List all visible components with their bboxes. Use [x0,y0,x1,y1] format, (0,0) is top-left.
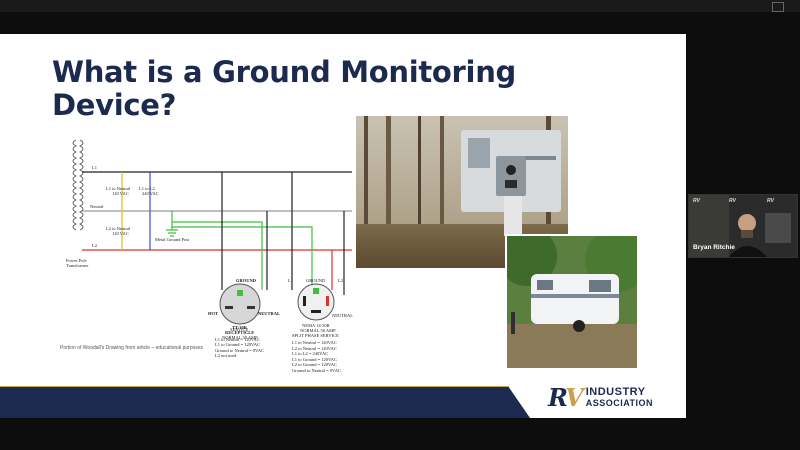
label-l1-neutral-1: L1 to Neutral [106,186,131,191]
fullscreen-icon[interactable] [772,2,784,12]
slide-caption: Portion of Woodall's Drawing from articl… [60,345,204,351]
slide-title: What is a Ground Monitoring Device? [52,56,516,122]
tt30-title: TT-30R [232,325,248,330]
rv-logo-word-association: ASSOCIATION [585,398,654,408]
tt30-specs: SERVICE L1 to Neutral = 120VAC L1 to Gro… [215,327,264,359]
nema1450-specs: L1 to Neutral = 120VAC L2 to Neutral = 1… [292,340,341,373]
nema1450-label-ground: GROUND [306,278,326,283]
wiring-diagram: L1 L1 to Neutral 120 VAC L1 to L2 240 VA… [66,139,353,340]
label-metal-ground-post: Metal Ground Post [155,237,190,242]
nema1450-neutral-pin [311,310,321,313]
rv-industry-association-logo: RV INDUSTRY ASSOCIATION [548,384,653,412]
tt30-spec-line: L1 to Ground = 120VAC [215,342,260,347]
wire-ground-50 [172,226,313,290]
wire-ground [172,221,263,290]
label-l1-l2-1: L1 to L2 [139,186,155,191]
tt30-hot-pin [225,306,233,309]
nema1450-label-l1: L1 [288,278,293,283]
nema1450-l2-pin [326,296,329,306]
nema1450-spec-line: Ground to Neutral = 0VAC [292,367,341,373]
photo-travel-trailer [505,234,639,370]
shared-slide: What is a Ground Monitoring Device? L1 [0,34,686,418]
tt30-label-neutral: NEUTRAL [258,311,280,316]
tt30-spec-line: L2 not used [215,353,237,358]
tt30-sub3: SERVICE [230,327,249,332]
participant-name: Bryan Ritchie [693,244,735,251]
nema1450-spec-line: L1 to Neutral = 120VAC [292,340,337,345]
participant-video-tile[interactable]: RV RV RV Bryan Ritchie [688,194,798,258]
tt30-label-hot: HOT [208,311,218,316]
tt30-receptacle-face [219,283,261,325]
rv-logo-mark: RV [548,383,584,412]
nema1450-sub2: SPLIT PHASE SERVICE [292,333,339,338]
nema1450-spec-line: L1 to L2 = 240VAC [292,351,329,356]
slide-title-line1: What is a Ground Monitoring [52,55,516,89]
nema1450-label-neutral: NEUTRAL [332,313,353,318]
tt30-spec-line: L1 to Neutral = 120VAC [215,336,260,342]
nema1450-l1-pin [303,296,306,306]
label-l2-neutral-2: 120 VAC [112,231,129,236]
video-bg-brand-3: RV [767,198,774,204]
label-l2: L2 [92,243,97,248]
label-l1: L1 [92,165,97,170]
transformer-coil [72,139,84,231]
tt30-sub2: NORMAL 30 AMP [222,335,258,340]
tt30-sub1: RECEPTICLE [225,330,254,335]
video-bg-brand-1: RV [693,198,700,204]
label-neutral: Neutral [90,204,104,209]
label-transformer-2: Transformer [66,263,89,268]
label-transformer-1: Power Pole [66,258,87,263]
nema1450-title: NEMA 14-50R [302,323,330,328]
tt30-label-ground: GROUND [236,278,257,283]
rv-logo-word-industry: INDUSTRY [585,386,646,398]
nema1450-label-l2: L2 [338,278,343,283]
nema1450-spec-line: L2 to Neutral = 120VAC [292,345,337,351]
slide-footer-band [0,386,530,418]
label-l2-neutral-1: L2 to Neutral [106,226,131,231]
label-l1-l2-2: 240 VAC [142,191,159,196]
nema1450-sub1: NORMAL 50 AMP [300,328,336,333]
nema1450-receptacle-face [297,283,335,321]
nema1450-spec-line: L2 to Ground = 120VAC [292,362,337,367]
slide-title-line2: Device? [52,88,177,122]
video-bg-brand-2: RV [729,198,736,204]
tt30-spec-line: Ground to Neutral = 0VAC [215,347,264,353]
meeting-top-bar [0,0,800,12]
metal-ground-post [166,211,178,237]
nema1450-ground-pin [313,288,319,294]
tt30-ground-pin [237,290,243,296]
label-l1-neutral-2: 120 VAC [112,191,129,196]
nema1450-spec-line: L1 to Ground = 120VAC [292,356,337,362]
tt30-neutral-pin [247,306,255,309]
